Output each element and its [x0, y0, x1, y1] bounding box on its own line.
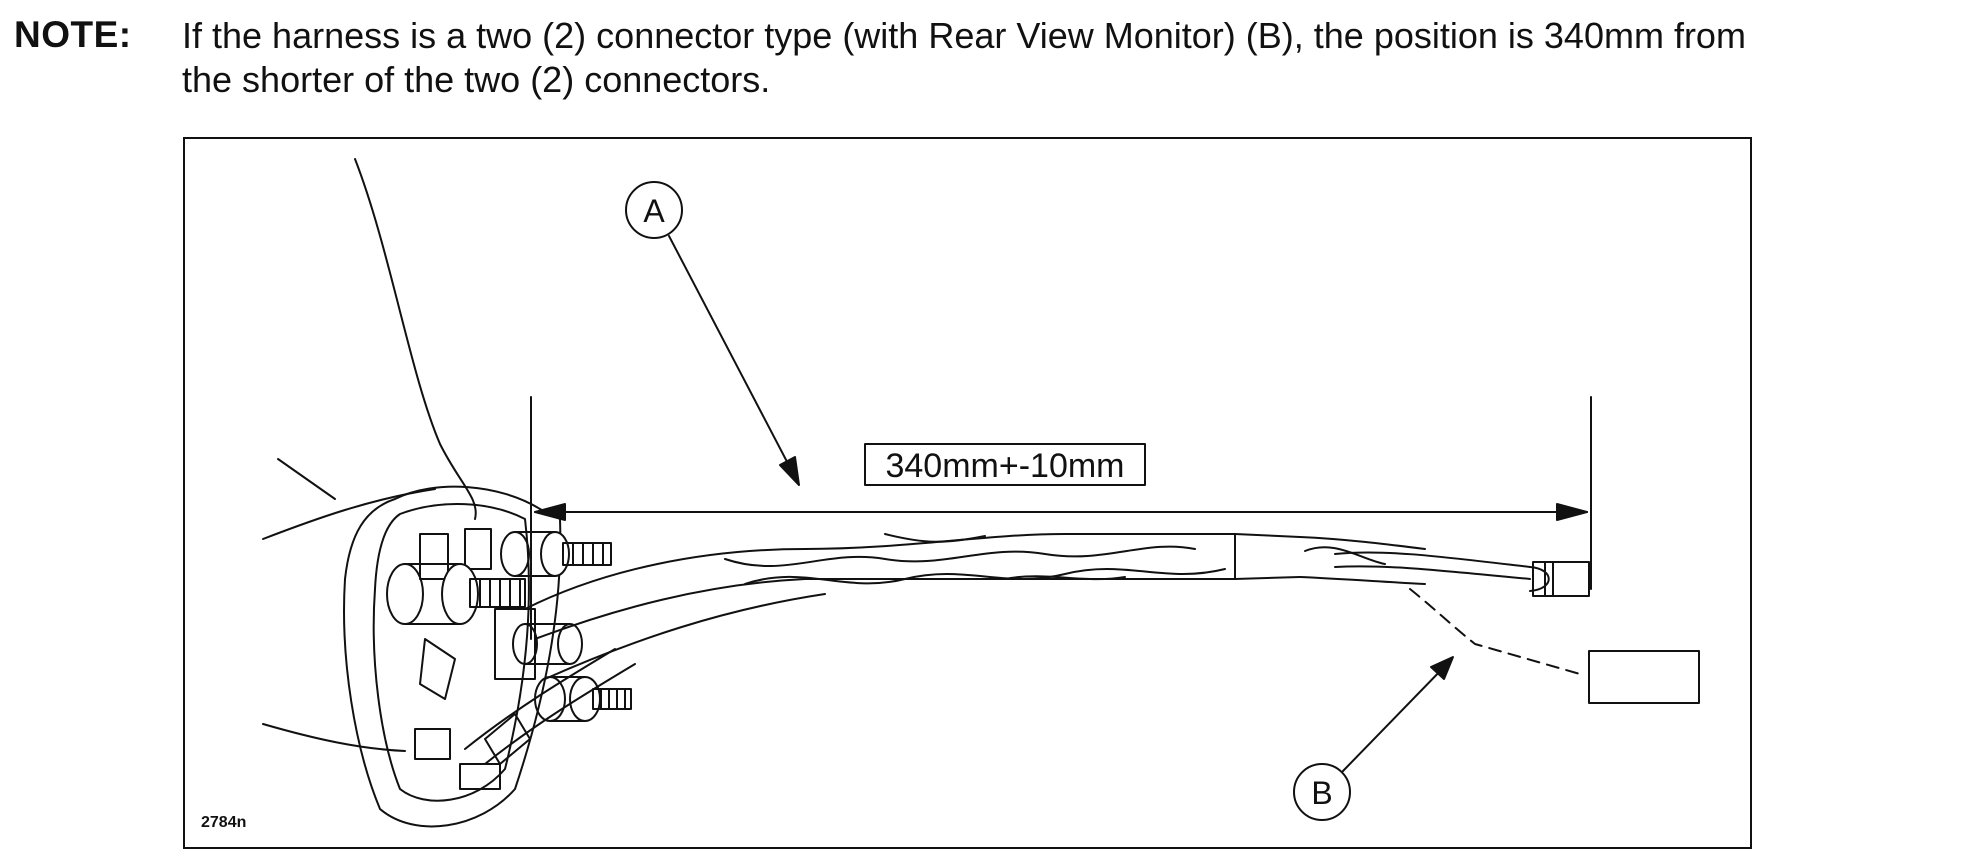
body-contour-line-1: [277, 458, 336, 500]
wire-harness: [464, 533, 1236, 765]
callout-b-circle: [1293, 763, 1351, 821]
callout-a-circle: [625, 181, 683, 239]
note: NOTE: If the harness is a two (2) connec…: [14, 10, 1974, 110]
harness-connector-short: [1532, 561, 1590, 597]
dimension-label-box: [864, 443, 1146, 486]
body-contour-upper: [354, 158, 477, 520]
harness-diagram-drawing: A B 340mm+-10mm 2784n: [201, 158, 1700, 831]
body-contour-lower: [262, 723, 406, 752]
note-text-line-1: If the harness is a two (2) connector ty…: [182, 15, 1746, 56]
rear-view-monitor-branch: [1409, 588, 1581, 675]
mirror-motor-upper: [386, 563, 526, 625]
rear-view-monitor-connector: [1588, 650, 1700, 704]
harness-diagram: A B 340mm+-10mm 2784n: [183, 137, 1752, 849]
callout-a-leader: [668, 235, 796, 478]
figure-id: 2784n: [201, 814, 246, 831]
callout-b-label: B: [1311, 775, 1332, 811]
body-contour-line-2: [262, 488, 436, 540]
mirror-motor-middle: [500, 531, 612, 577]
dimension-label: 340mm+-10mm: [885, 447, 1124, 485]
note-text-line-2: the shorter of the two (2) connectors.: [182, 59, 771, 100]
harness-taped-end: [1234, 533, 1550, 592]
note-label: NOTE:: [14, 14, 132, 55]
dimension-arrow-left: [534, 503, 566, 521]
callout-b-arrowhead: [1430, 656, 1454, 680]
dimension-arrow-right: [1556, 503, 1588, 521]
mirror-housing: [343, 485, 562, 828]
callout-a-arrowhead: [779, 456, 800, 486]
callout-b-leader: [1342, 663, 1448, 772]
callout-a-label: A: [643, 193, 665, 229]
note-text: If the harness is a two (2) connector ty…: [182, 14, 1982, 102]
